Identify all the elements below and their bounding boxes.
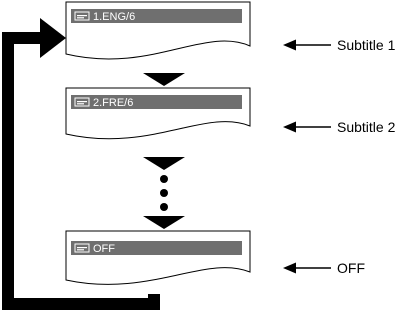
down-arrow-3 (143, 216, 185, 229)
down-arrow-1 (143, 73, 185, 86)
screen-panel-2: 2.FRE/6 (65, 87, 251, 140)
osd-text-1: 1.ENG/6 (93, 11, 135, 23)
callout-3: OFF (283, 260, 365, 276)
left-arrow-icon (283, 121, 296, 133)
label-3: OFF (337, 260, 365, 276)
ellipsis-dot-3 (160, 203, 168, 211)
callout-2: Subtitle 2 (283, 119, 396, 135)
loop-back-connector (2, 18, 160, 310)
subtitle-icon (74, 97, 90, 107)
ellipsis-dot-2 (160, 189, 168, 197)
subtitle-icon (74, 11, 90, 21)
callout-1: Subtitle 1 (283, 37, 396, 53)
loop-arrowhead (40, 18, 66, 58)
screen-panel-1: 1.ENG/6 (65, 1, 251, 60)
label-1: Subtitle 1 (337, 37, 396, 53)
screen-panel-3: OFF (65, 230, 251, 285)
label-2: Subtitle 2 (337, 119, 396, 135)
subtitle-icon (74, 243, 90, 253)
osd-bar-3 (71, 241, 242, 255)
osd-text-3: OFF (93, 243, 115, 255)
osd-bar-2 (71, 95, 242, 109)
left-arrow-icon (283, 39, 296, 51)
down-arrow-2 (143, 157, 185, 170)
left-arrow-icon (283, 262, 296, 274)
osd-text-2: 2.FRE/6 (93, 97, 133, 109)
ellipsis-dot-1 (160, 175, 168, 183)
osd-bar-1 (71, 9, 242, 23)
